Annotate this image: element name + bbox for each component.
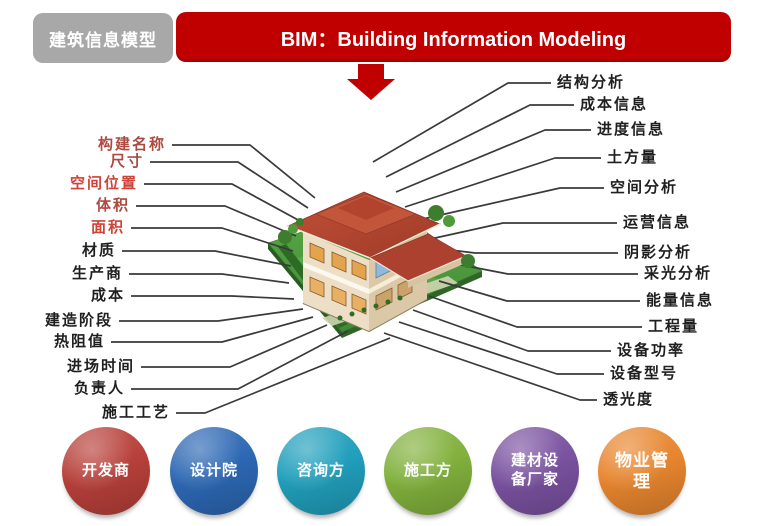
- leader-line: [398, 321, 604, 375]
- leader-line: [383, 332, 597, 401]
- stakeholder-label: 设计院: [189, 461, 238, 479]
- stakeholder-circle: 开发商: [62, 427, 150, 515]
- leader-line: [372, 82, 551, 163]
- leader-line: [129, 273, 290, 284]
- model-output-label-right: 空间分析: [608, 178, 681, 198]
- leader-line: [111, 316, 314, 343]
- model-attribute-label-left: 建造阶段: [42, 311, 115, 331]
- title-banner: BIM：Building Information Modeling: [176, 12, 731, 62]
- model-output-label-right: 运营信息: [621, 213, 694, 233]
- model-attribute-label-left: 负责人: [71, 379, 127, 399]
- model-output-label-right: 设备功率: [615, 341, 688, 361]
- model-attribute-label-left: 材质: [79, 241, 118, 261]
- model-attribute-label-left: 面积: [88, 218, 127, 238]
- model-output-label-right: 土方量: [605, 148, 661, 168]
- leader-lines: [111, 82, 642, 414]
- model-attribute-label-left: 空间位置: [67, 174, 140, 194]
- leader-line: [119, 308, 304, 322]
- leader-line: [395, 129, 591, 193]
- leader-line: [438, 280, 640, 302]
- model-attribute-label-left: 体积: [93, 196, 132, 216]
- leader-line: [413, 187, 604, 222]
- leader-line: [385, 104, 574, 178]
- model-attribute-label-left: 热阻值: [51, 332, 107, 352]
- leader-line: [131, 295, 295, 300]
- stakeholder-label: 施工方: [403, 461, 452, 479]
- stakeholder-circle: 物业管理: [598, 427, 686, 515]
- model-attribute-label-left: 施工工艺: [99, 403, 172, 423]
- model-output-label-right: 采光分析: [642, 264, 715, 284]
- model-output-label-right: 阴影分析: [622, 243, 695, 263]
- leader-line: [172, 144, 316, 199]
- leader-line: [150, 161, 309, 209]
- leader-line: [131, 330, 349, 390]
- stakeholder-label: 开发商: [81, 461, 130, 479]
- model-attribute-label-left: 成本: [88, 286, 127, 306]
- down-arrow-icon: [347, 64, 395, 100]
- leader-line: [144, 183, 301, 222]
- leader-line: [404, 157, 601, 208]
- leader-line: [136, 205, 297, 237]
- model-output-label-right: 结构分析: [555, 73, 628, 93]
- leader-line: [433, 247, 618, 254]
- model-output-label-right: 工程量: [646, 317, 702, 337]
- stakeholder-label: 咨询方: [296, 461, 345, 479]
- stakeholder-circle: 咨询方: [277, 427, 365, 515]
- model-attribute-label-left: 构建名称: [95, 135, 168, 155]
- leader-line: [141, 324, 328, 368]
- model-attribute-label-left: 尺寸: [107, 152, 146, 172]
- leader-line: [412, 309, 611, 352]
- model-output-label-right: 设备型号: [608, 364, 681, 384]
- stakeholder-label: 物业管理: [615, 450, 669, 491]
- house-model-illustration: [278, 191, 475, 333]
- leader-line: [122, 250, 292, 267]
- stakeholder-circle: 设计院: [170, 427, 258, 515]
- stakeholder-circle: 施工方: [384, 427, 472, 515]
- side-label: 建筑信息模型: [33, 13, 173, 63]
- model-attribute-label-left: 进场时间: [64, 357, 137, 377]
- leader-line: [428, 295, 642, 328]
- leader-line: [131, 227, 294, 252]
- leader-line: [176, 337, 391, 414]
- model-output-label-right: 能量信息: [644, 291, 717, 311]
- model-output-label-right: 透光度: [601, 390, 657, 410]
- model-output-label-right: 成本信息: [578, 95, 651, 115]
- leader-line: [425, 222, 617, 241]
- model-attribute-label-left: 生产商: [69, 264, 125, 284]
- model-output-label-right: 进度信息: [595, 120, 668, 140]
- stakeholder-circle: 建材设备厂家: [491, 427, 579, 515]
- stakeholder-label: 建材设备厂家: [510, 452, 559, 488]
